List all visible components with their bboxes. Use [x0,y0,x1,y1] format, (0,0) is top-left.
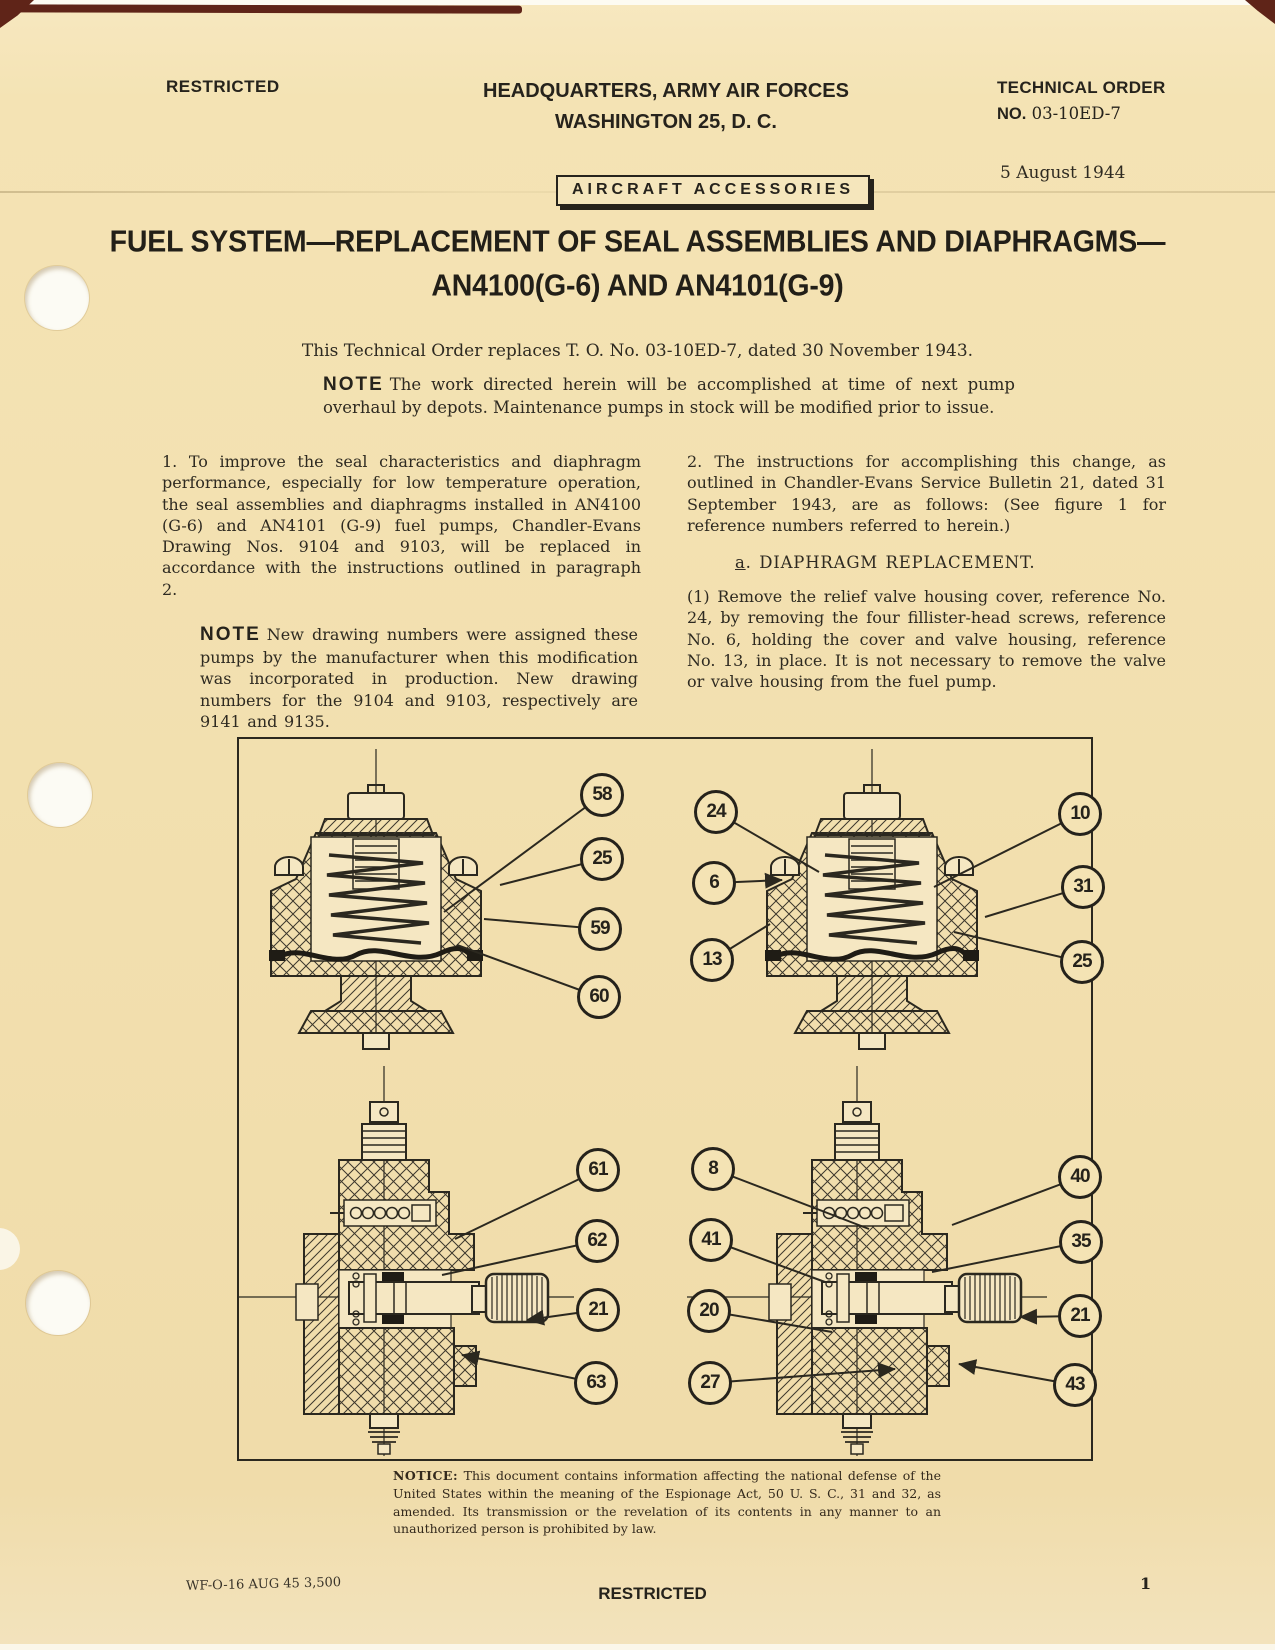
callout-25b: 25 [1060,940,1104,984]
category-badge: AIRCRAFT ACCESSORIES [556,175,871,206]
punch-hole-top [25,266,89,330]
callout-8: 8 [691,1147,735,1191]
edge-notch [0,1228,20,1270]
technical-order-block: TECHNICAL ORDER NO. 03-10ED-7 [997,78,1166,124]
callout-61: 61 [576,1148,620,1192]
callout-13: 13 [690,938,734,982]
heading-diaphragm-replacement: a. DIAPHRAGM REPLACEMENT. [735,552,1166,574]
heading-a-letter: a [735,553,746,573]
figure-1-cutaway-diagrams: 58 25 59 60 24 6 13 10 31 25 61 62 21 63… [212,737,1105,1461]
pump-cutaway-drawing [212,739,1084,1458]
binding-corner-left [0,0,34,28]
callout-6: 6 [692,861,736,905]
punch-hole-middle [28,763,92,827]
cutaway-pump-g6 [212,1064,576,1458]
callout-25: 25 [580,837,624,881]
binding-tear-strip [0,4,523,14]
page-number: 1 [1140,1574,1152,1593]
callout-43: 43 [1053,1363,1097,1407]
replaces-statement: This Technical Order replaces T. O. No. … [301,341,974,361]
cutaway-pump-g9 [685,1064,1049,1458]
scan-bottom-edge [0,1644,1275,1650]
callout-20: 20 [687,1289,731,1333]
callout-27: 27 [688,1361,732,1405]
notice-text: This document contains information affec… [393,1468,941,1537]
headquarters-line1: HEADQUARTERS, ARMY AIR FORCES [483,80,849,102]
issue-date: 5 August 1944 [1000,163,1126,183]
technical-order-label: TECHNICAL ORDER [997,78,1166,97]
classification-bottom: RESTRICTED [598,1584,707,1603]
callout-24: 24 [694,790,738,834]
to-no-label: NO. [997,105,1027,123]
callout-59: 59 [578,907,622,951]
headquarters-block: HEADQUARTERS, ARMY AIR FORCES WASHINGTON… [456,76,876,138]
paragraph-a1: (1) Remove the relief valve housing cove… [687,587,1166,692]
callout-35: 35 [1059,1220,1103,1264]
callout-31: 31 [1061,865,1105,909]
callout-leader-lines [441,794,1084,1386]
paragraph-1: 1. To improve the seal characteristics a… [162,452,641,599]
callout-41: 41 [689,1218,733,1262]
scan-top-edge [0,0,1275,5]
espionage-notice: NOTICE: This document contains informati… [393,1467,941,1538]
callout-60: 60 [577,975,621,1019]
callout-21b: 21 [1058,1294,1102,1338]
column-right: 2. The instructions for accomplishing th… [687,451,1166,692]
heading-a-text: . DIAPHRAGM REPLACEMENT. [745,553,1036,573]
binding-corner-right [1245,0,1275,24]
callout-63: 63 [574,1361,618,1405]
callout-10: 10 [1058,792,1102,836]
note-top-text: The work directed herein will be accompl… [323,375,1015,418]
callout-62: 62 [575,1219,619,1263]
paragraph-2: 2. The instructions for accomplishing th… [687,452,1166,535]
to-no-value: 03-10ED-7 [1031,104,1121,123]
technical-order-number: NO. 03-10ED-7 [997,104,1166,124]
document-title-line2: AN4100(G-6) AND AN4101(G-9) [431,269,844,303]
note-drawing-text: New drawing numbers were assigned these … [200,624,638,731]
column-left: 1. To improve the seal characteristics a… [162,451,641,732]
callout-40: 40 [1058,1155,1102,1199]
note-drawing-label: NOTE [200,623,261,645]
cutaway-relief-valve-g6 [269,749,483,1049]
note-top-label: NOTE [323,374,384,395]
notice-label: NOTICE: [393,1468,459,1483]
callout-21: 21 [576,1288,620,1332]
classification-top: RESTRICTED [166,77,280,96]
headquarters-line2: WASHINGTON 25, D. C. [555,111,777,133]
cutaway-relief-valve-g9 [765,749,979,1049]
punch-hole-bottom [26,1271,90,1335]
callout-58: 58 [580,773,624,817]
document-title-line1: FUEL SYSTEM—REPLACEMENT OF SEAL ASSEMBLI… [109,225,1166,259]
